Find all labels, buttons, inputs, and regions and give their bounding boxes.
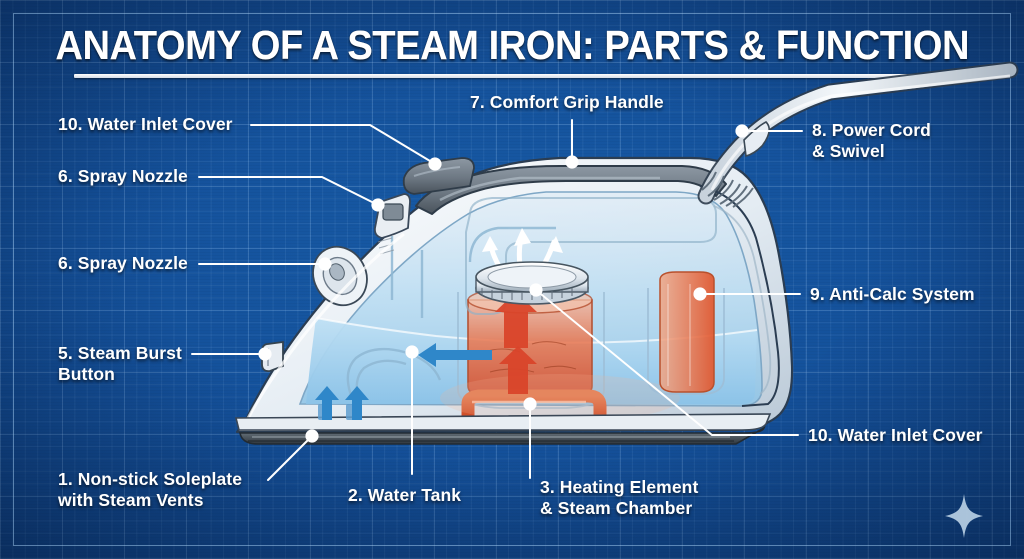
page-title-text: ANATOMY OF A STEAM IRON: PARTS & FUNCTIO… (51, 22, 972, 68)
leader-water-inlet-bottom (529, 283, 799, 436)
callout-spray-nozzle-2: 6. Spray Nozzle (58, 253, 188, 273)
internal-plumbing (346, 226, 556, 405)
water-arrow-icon (315, 386, 369, 420)
callout-water-inlet-cover-bottom: 10. Water Inlet Cover (808, 425, 983, 445)
non-stick-soleplate (234, 413, 772, 445)
nose-highlight (242, 232, 405, 427)
sparkle-icon (945, 494, 983, 538)
steam-arrow-icon (495, 292, 537, 394)
water-inlet-cover-part (402, 157, 475, 195)
callout-steam-burst-button: 5. Steam Burst Button (58, 343, 182, 384)
thermostat-dial (475, 261, 589, 305)
water-arrow-left (418, 343, 492, 367)
callout-spray-nozzle-1: 6. Spray Nozzle (58, 166, 188, 186)
callout-water-inlet-cover-top: 10. Water Inlet Cover (58, 114, 233, 134)
power-cord-swivel (697, 61, 1019, 208)
page-title: ANATOMY OF A STEAM IRON: PARTS & FUNCTIO… (0, 22, 1024, 68)
handle-highlight (439, 176, 660, 202)
callout-heating-element: 3. Heating Element & Steam Chamber (540, 477, 699, 518)
callout-power-cord: 8. Power Cord & Swivel (812, 120, 931, 161)
callout-water-tank: 2. Water Tank (348, 485, 462, 505)
callout-anti-calc-system: 9. Anti-Calc System (810, 284, 975, 304)
leader-soleplate (267, 429, 319, 481)
strain-relief-spring (701, 171, 754, 208)
callout-non-stick-soleplate: 1. Non-stick Soleplate with Steam Vents (58, 469, 243, 510)
leader-water-inlet-top (250, 124, 442, 171)
leader-spray-nozzle-1 (198, 176, 385, 212)
flow-arrows (315, 228, 563, 420)
leader-lines (191, 119, 803, 481)
callout-comfort-grip-handle: 7. Comfort Grip Handle (470, 92, 664, 112)
anti-calc-cartridge (647, 271, 725, 395)
frame-border (13, 13, 1011, 546)
title-underline (74, 74, 950, 78)
spray-nozzle-upper (373, 193, 411, 255)
heat-glow (440, 374, 680, 422)
